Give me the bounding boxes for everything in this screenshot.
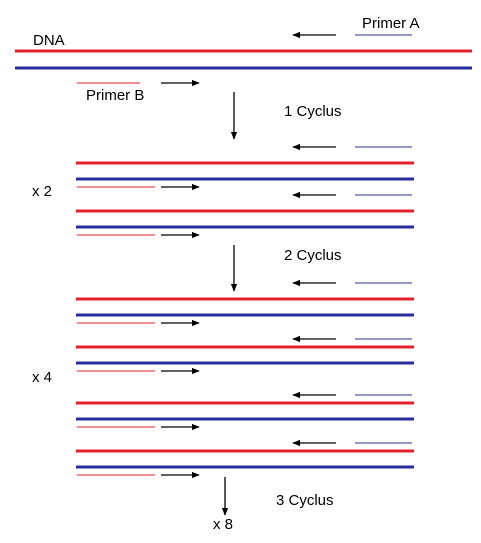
cycle-2-multiplier: x 4	[32, 369, 52, 386]
cycle-1-label: 1 Cyclus	[284, 103, 342, 120]
cycle-3-multiplier: x 8	[213, 516, 233, 533]
dna-label: DNA	[33, 32, 65, 49]
cycle-3: 3 Cyclus x 8	[213, 477, 334, 533]
cycle-3-label: 3 Cyclus	[276, 492, 334, 509]
primer-a-label: Primer A	[362, 15, 420, 32]
primer-b-label: Primer B	[86, 87, 144, 104]
cycle-1-multiplier: x 2	[32, 183, 52, 200]
cycle-2-label: 2 Cyclus	[284, 247, 342, 264]
original-dna: DNA Primer A Primer B	[15, 15, 472, 104]
cycle-2: 2 Cyclus x 4	[32, 245, 414, 479]
cycle-1: 1 Cyclus x 2	[32, 92, 414, 239]
